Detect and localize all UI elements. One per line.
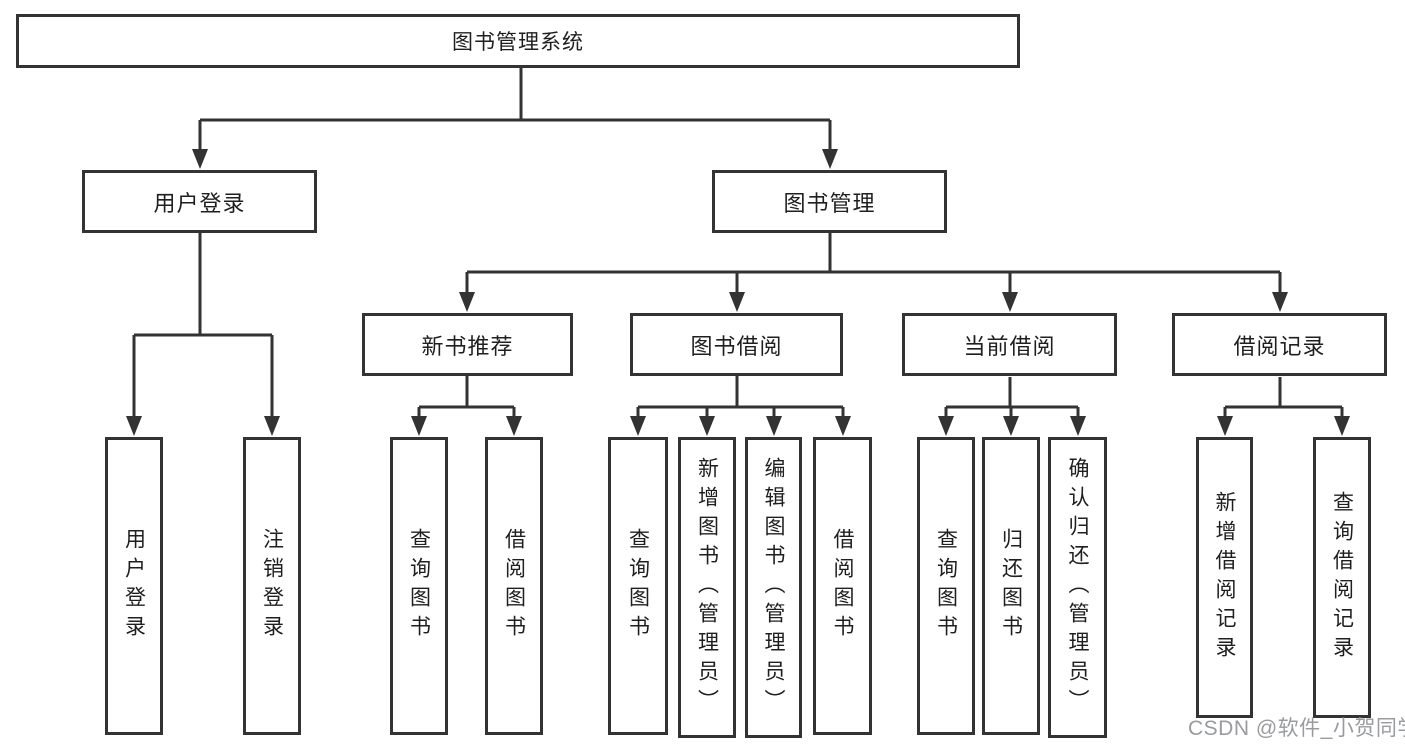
leaf-borrow-books-recommend: 借阅图书 bbox=[485, 437, 543, 735]
leaf-user-login-label: 用户登录 bbox=[122, 528, 146, 644]
leaf-user-login: 用户登录 bbox=[105, 437, 163, 735]
node-borrow-records-label: 借阅记录 bbox=[1233, 333, 1326, 359]
leaf-logout-label: 注销登录 bbox=[260, 528, 284, 644]
watermark: CSDN @软件_小贺同学 bbox=[1188, 717, 1405, 740]
leaf-logout: 注销登录 bbox=[243, 437, 301, 735]
node-book-borrow-label: 图书借阅 bbox=[690, 333, 783, 359]
leaf-return-books-label: 归还图书 bbox=[999, 528, 1023, 644]
leaf-add-books-admin: 新增图书（管理员） bbox=[678, 437, 736, 738]
leaf-confirm-return-admin-label: 确认归还（管理员） bbox=[1066, 457, 1089, 718]
leaf-borrow-books-label: 借阅图书 bbox=[831, 528, 854, 644]
leaf-add-borrow-record-label: 新增借阅记录 bbox=[1213, 490, 1236, 665]
node-library-system-label: 图书管理系统 bbox=[452, 31, 584, 54]
leaf-add-borrow-record: 新增借阅记录 bbox=[1196, 437, 1253, 718]
leaf-query-books-borrow: 查询图书 bbox=[608, 437, 668, 735]
leaf-query-books-recommend-label: 查询图书 bbox=[407, 528, 431, 644]
node-library-system: 图书管理系统 bbox=[16, 14, 1020, 68]
leaf-query-books-recommend: 查询图书 bbox=[390, 437, 448, 735]
node-user-login-label: 用户登录 bbox=[153, 190, 246, 216]
leaf-borrow-books: 借阅图书 bbox=[813, 437, 872, 735]
leaf-borrow-books-recommend-label: 借阅图书 bbox=[502, 528, 526, 644]
node-book-management: 图书管理 bbox=[712, 170, 947, 233]
node-borrow-records: 借阅记录 bbox=[1172, 313, 1387, 376]
leaf-query-books-current: 查询图书 bbox=[917, 437, 975, 735]
leaf-edit-books-admin: 编辑图书（管理员） bbox=[745, 437, 802, 738]
leaf-query-borrow-record-label: 查询借阅记录 bbox=[1330, 490, 1354, 665]
leaf-query-books-borrow-label: 查询图书 bbox=[626, 528, 650, 644]
leaf-add-books-admin-label: 新增图书（管理员） bbox=[695, 457, 719, 718]
node-current-borrow: 当前借阅 bbox=[902, 313, 1117, 376]
leaf-edit-books-admin-label: 编辑图书（管理员） bbox=[762, 457, 785, 718]
node-user-login: 用户登录 bbox=[82, 170, 317, 233]
node-book-borrow: 图书借阅 bbox=[630, 313, 843, 376]
leaf-query-books-current-label: 查询图书 bbox=[934, 528, 958, 644]
leaf-confirm-return-admin: 确认归还（管理员） bbox=[1048, 437, 1107, 738]
node-new-book-recommend: 新书推荐 bbox=[362, 313, 573, 376]
leaf-return-books: 归还图书 bbox=[982, 437, 1040, 735]
node-current-borrow-label: 当前借阅 bbox=[963, 333, 1056, 359]
node-book-management-label: 图书管理 bbox=[783, 190, 876, 216]
leaf-query-borrow-record: 查询借阅记录 bbox=[1313, 437, 1371, 718]
node-new-book-recommend-label: 新书推荐 bbox=[421, 333, 514, 359]
